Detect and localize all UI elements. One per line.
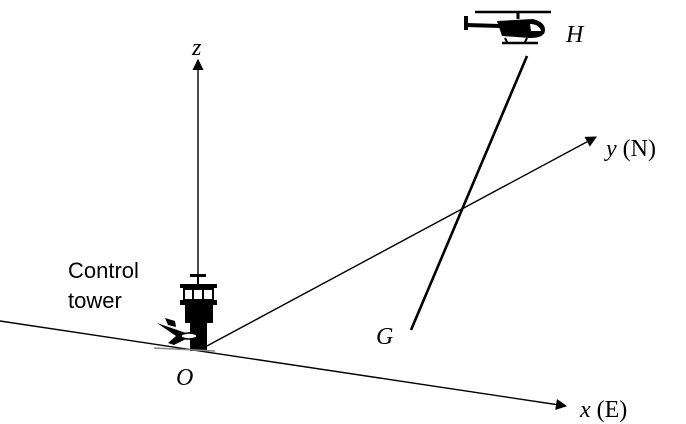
tower-label-line1: Control: [68, 258, 139, 283]
x-axis-label: x (E): [579, 397, 627, 423]
x-axis: [0, 320, 568, 411]
line-gh: [409, 55, 529, 331]
point-h-label: H: [565, 22, 585, 48]
point-g-label: G: [376, 324, 393, 350]
x-axis-var: x: [579, 397, 591, 423]
y-axis-direction: (N): [617, 136, 656, 162]
helicopter-icon: [464, 10, 551, 45]
point-o-label: O: [176, 365, 193, 391]
control-tower-icon: [153, 274, 217, 352]
tower-label-line2: tower: [68, 288, 122, 313]
y-axis-label: y (N): [604, 136, 656, 162]
y-axis: [204, 136, 597, 348]
z-axis-label: z: [191, 35, 202, 61]
x-axis-direction: (E): [591, 397, 628, 423]
y-axis-var: y: [604, 136, 617, 162]
airplane-icon: [157, 318, 204, 345]
